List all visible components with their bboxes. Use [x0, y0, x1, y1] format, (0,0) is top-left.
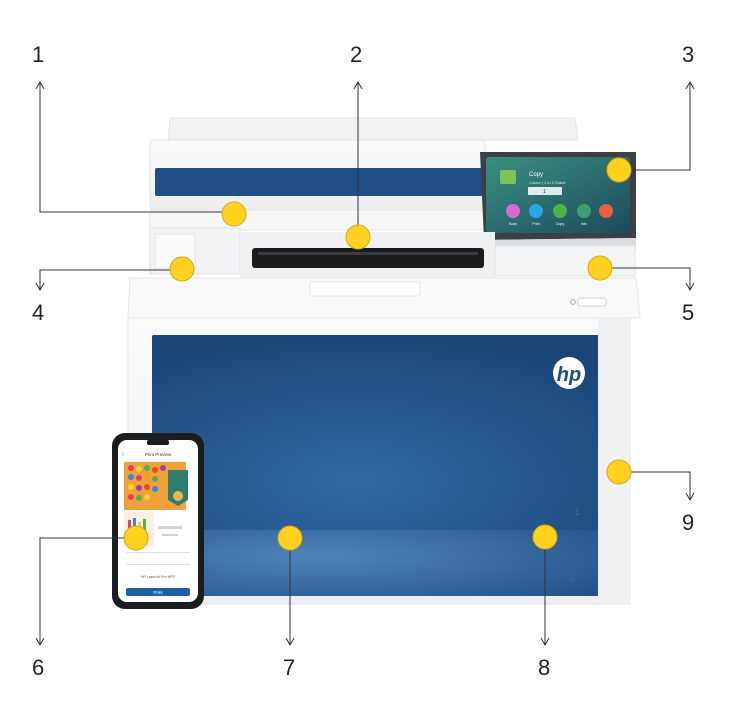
scanner-accent-strip [155, 168, 485, 196]
callout-number-7: 7 [283, 655, 296, 680]
phone-print-button[interactable] [126, 588, 190, 596]
app-title: Copy [529, 172, 543, 178]
front-door-panel[interactable] [152, 335, 606, 530]
scan-app-label: Scan [509, 222, 517, 226]
hotspot-6[interactable] [123, 525, 149, 551]
callout-number-4: 4 [32, 300, 45, 325]
leader-line-9 [620, 471, 691, 500]
scan-app-icon[interactable] [506, 204, 520, 218]
hotspot-1[interactable] [221, 201, 247, 227]
callout-number-2: 2 [350, 42, 363, 67]
power-button[interactable] [577, 297, 607, 307]
phone-print-button-label: Print [153, 590, 163, 595]
tray-1-label: 1 [574, 506, 580, 518]
phone: Print Preview ‹ HP LaserJet Pro MFP Prin… [112, 433, 204, 609]
callout-number-1: 1 [32, 42, 45, 67]
leader-line-1 [39, 82, 228, 213]
app-subtitle: Colour | 1 to 2 Sided [529, 180, 565, 185]
info-app-label: Info [581, 222, 587, 226]
leader-line-5 [605, 267, 691, 290]
print-app-icon[interactable] [529, 204, 543, 218]
copy-icon [500, 170, 516, 184]
copy-app-label: Copy [556, 222, 564, 226]
hp-logo-text: hp [557, 364, 581, 386]
power-icon [570, 299, 576, 305]
back-chevron-icon[interactable]: ‹ [122, 452, 124, 458]
phone-header: Print Preview [145, 452, 172, 457]
hotspot-5[interactable] [587, 255, 613, 281]
callout-number-5: 5 [682, 300, 695, 325]
copies-stepper[interactable] [528, 187, 562, 195]
info-app-icon[interactable] [577, 204, 591, 218]
main-body: hp 1 2 [127, 277, 641, 605]
callout-number-6: 6 [32, 655, 45, 680]
tray-2-label: 2 [570, 571, 576, 583]
hotspot-7[interactable] [277, 525, 303, 551]
leader-line-3 [625, 82, 691, 171]
hotspot-2[interactable] [345, 224, 371, 250]
preview-image-dots [128, 465, 166, 501]
leader-lines [35, 80, 695, 647]
copy-app-icon[interactable] [553, 204, 567, 218]
leader-line-4 [39, 269, 178, 290]
print-app-label: Print [532, 222, 539, 226]
app-icons: Scan Print Copy Info [506, 204, 613, 226]
callout-number-8: 8 [538, 655, 551, 680]
callout-number-3: 3 [682, 42, 695, 67]
hotspot-4[interactable] [169, 256, 195, 282]
phone-option-label: HP LaserJet Pro MFP [141, 575, 176, 579]
more-app-icon[interactable] [599, 204, 613, 218]
output-slot [252, 248, 484, 268]
hotspot-9[interactable] [606, 459, 632, 485]
hotspot-3[interactable] [606, 157, 632, 183]
hp-logo [553, 357, 585, 389]
hotspot-8[interactable] [532, 524, 558, 550]
paper-tray-2[interactable] [196, 530, 598, 596]
callout-number-9: 9 [682, 510, 695, 535]
copies-value: 1 [543, 189, 546, 195]
leader-line-6 [39, 537, 130, 645]
